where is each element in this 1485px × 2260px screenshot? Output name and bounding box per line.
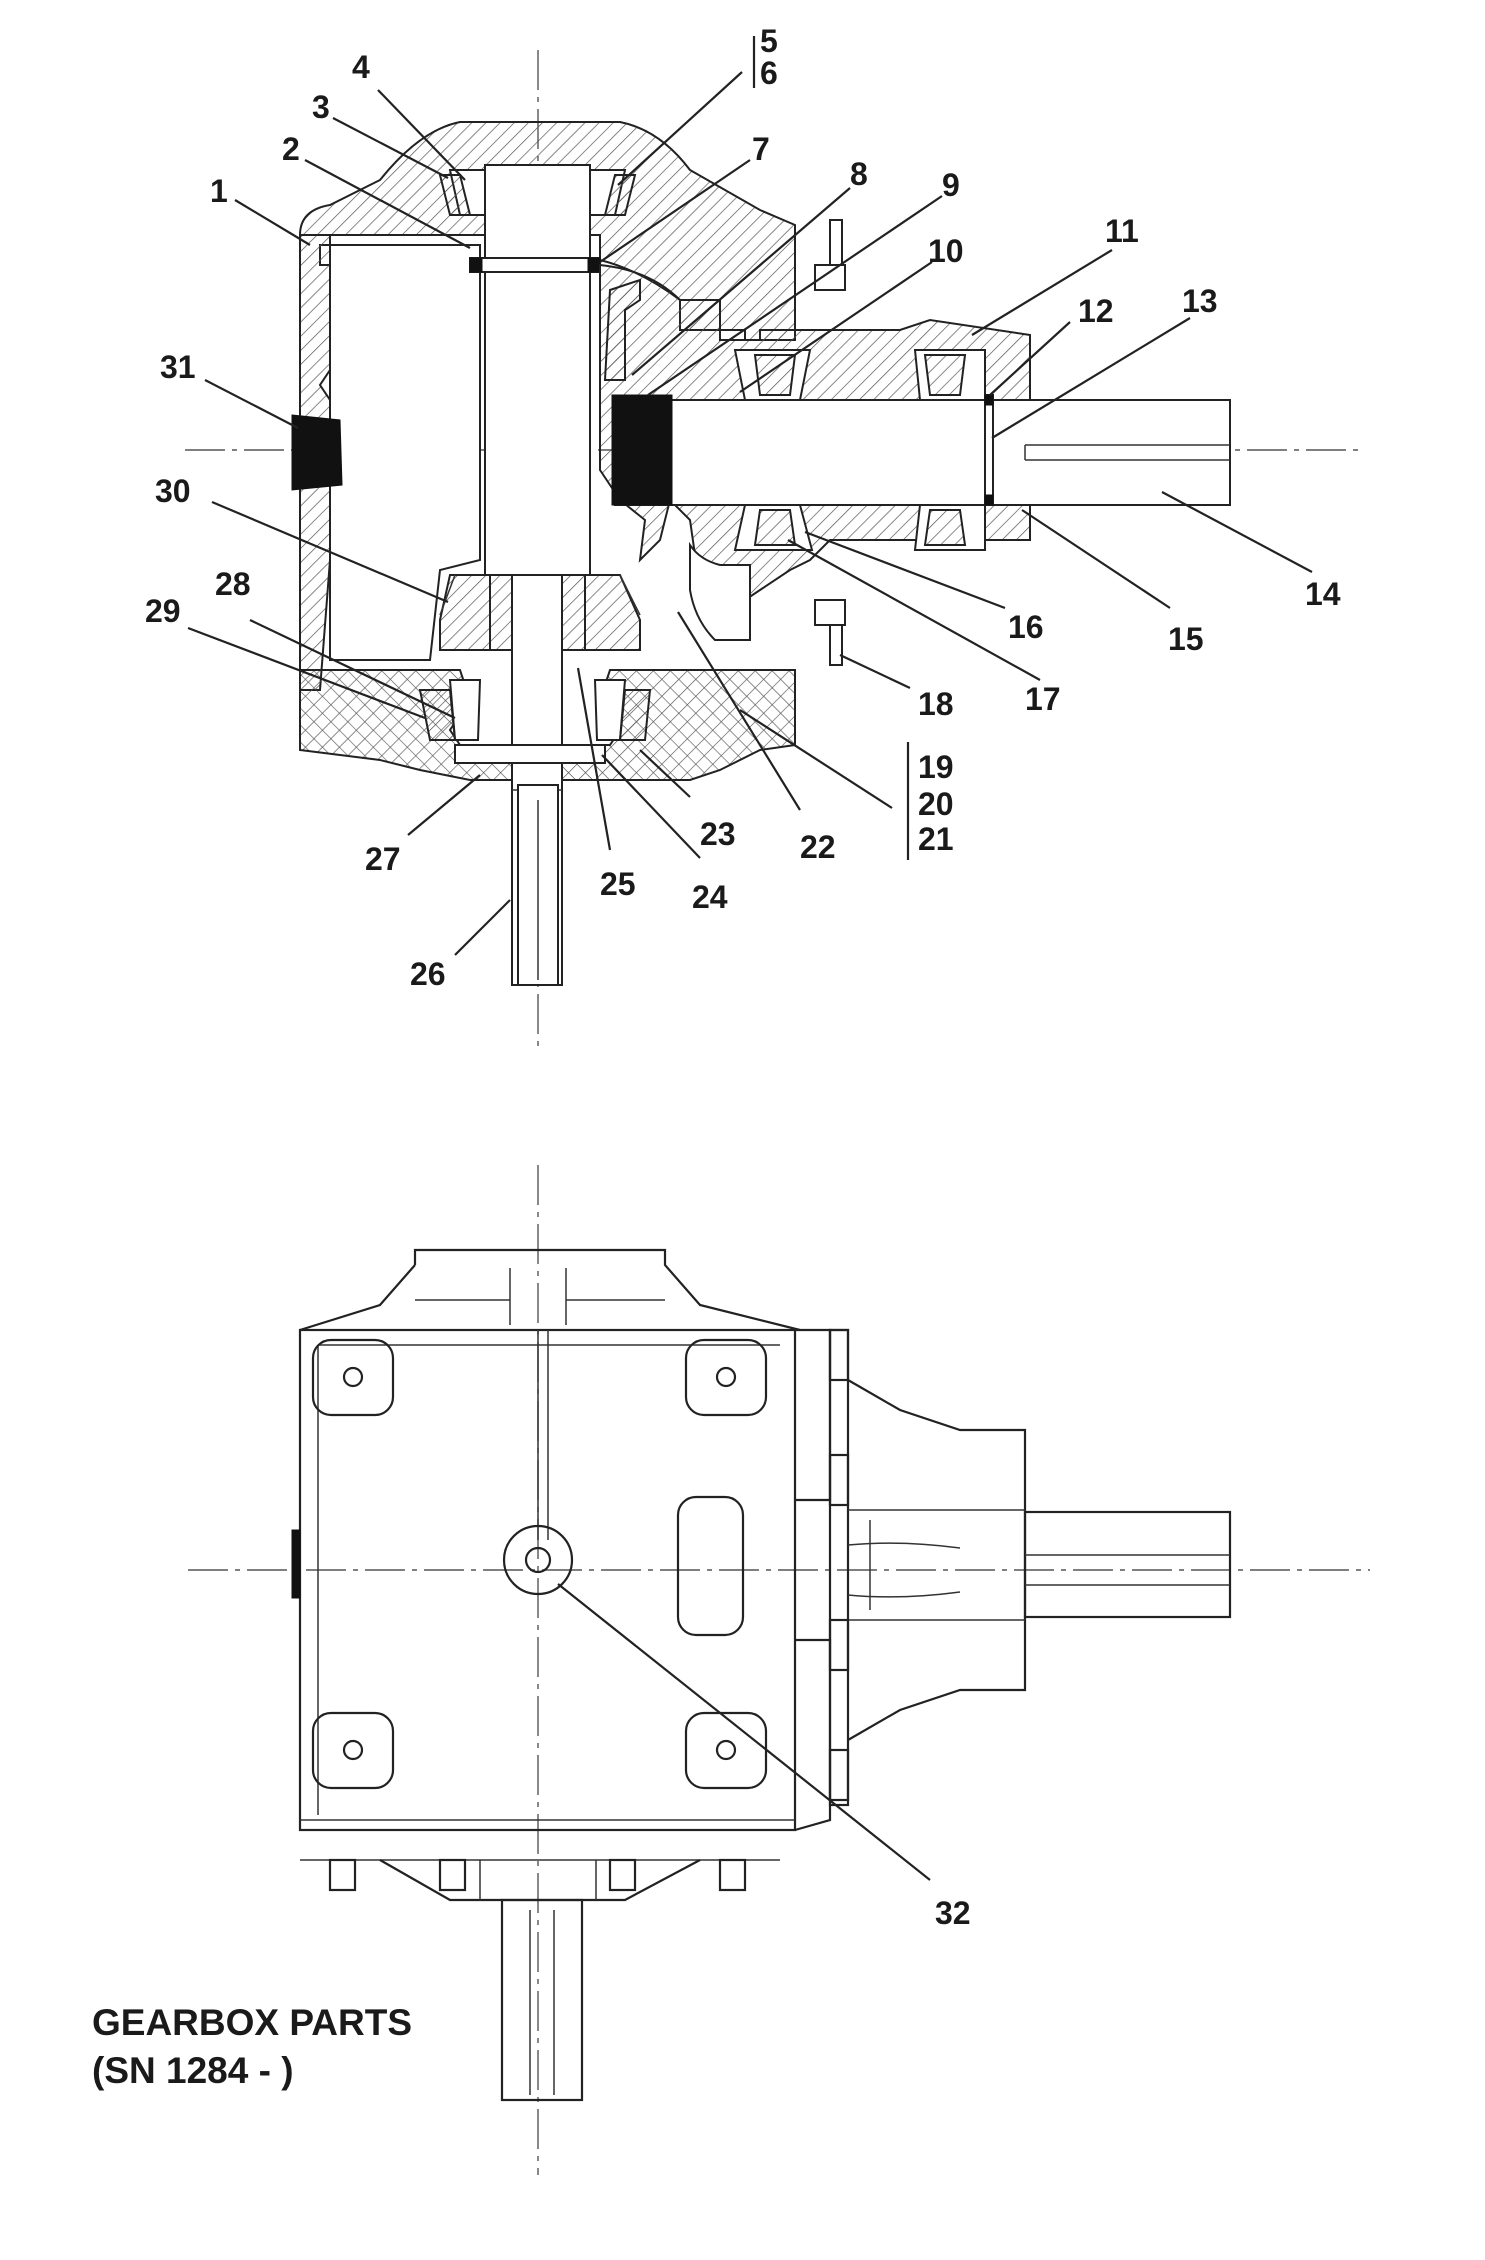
section-view xyxy=(185,50,1365,1050)
callout-19: 19 xyxy=(918,749,954,785)
callout-27: 27 xyxy=(365,841,401,877)
callout-4: 4 xyxy=(352,49,370,85)
callout-30: 30 xyxy=(155,473,191,509)
leader-lines-top xyxy=(187,36,1313,956)
callout-6: 6 xyxy=(760,55,778,91)
callout-28: 28 xyxy=(215,566,251,602)
callout-29: 29 xyxy=(145,593,181,629)
callout-14: 14 xyxy=(1305,576,1341,612)
callout-18: 18 xyxy=(918,686,954,722)
caption-title: GEARBOX PARTS xyxy=(92,2002,412,2043)
callout-15: 15 xyxy=(1168,621,1204,657)
callout-2: 2 xyxy=(282,131,300,167)
callout-8: 8 xyxy=(850,156,868,192)
callout-11: 11 xyxy=(1105,213,1139,249)
callout-9: 9 xyxy=(942,167,960,203)
callout-1: 1 xyxy=(210,173,228,209)
callout-7: 7 xyxy=(752,131,770,167)
callout-23: 23 xyxy=(700,816,736,852)
callout-16: 16 xyxy=(1008,609,1044,645)
exterior-view xyxy=(188,1165,1370,2175)
callout-24: 24 xyxy=(692,879,728,915)
callout-21: 21 xyxy=(918,821,954,857)
callout-26: 26 xyxy=(410,956,446,992)
callouts-top: 1 2 3 4 5 6 7 8 9 10 11 12 13 14 15 16 1… xyxy=(145,23,1341,992)
callout-32: 32 xyxy=(935,1895,971,1931)
callout-5: 5 xyxy=(760,23,778,59)
caption-serial: (SN 1284 - ) xyxy=(92,2050,294,2091)
callout-10: 10 xyxy=(928,233,964,269)
callout-12: 12 xyxy=(1078,293,1114,329)
callout-20: 20 xyxy=(918,786,954,822)
callout-3: 3 xyxy=(312,89,330,125)
callout-13: 13 xyxy=(1182,283,1218,319)
leader-32 xyxy=(557,1583,931,1881)
callout-31: 31 xyxy=(160,349,196,385)
callout-17: 17 xyxy=(1025,681,1061,717)
callout-22: 22 xyxy=(800,829,836,865)
callout-25: 25 xyxy=(600,866,636,902)
